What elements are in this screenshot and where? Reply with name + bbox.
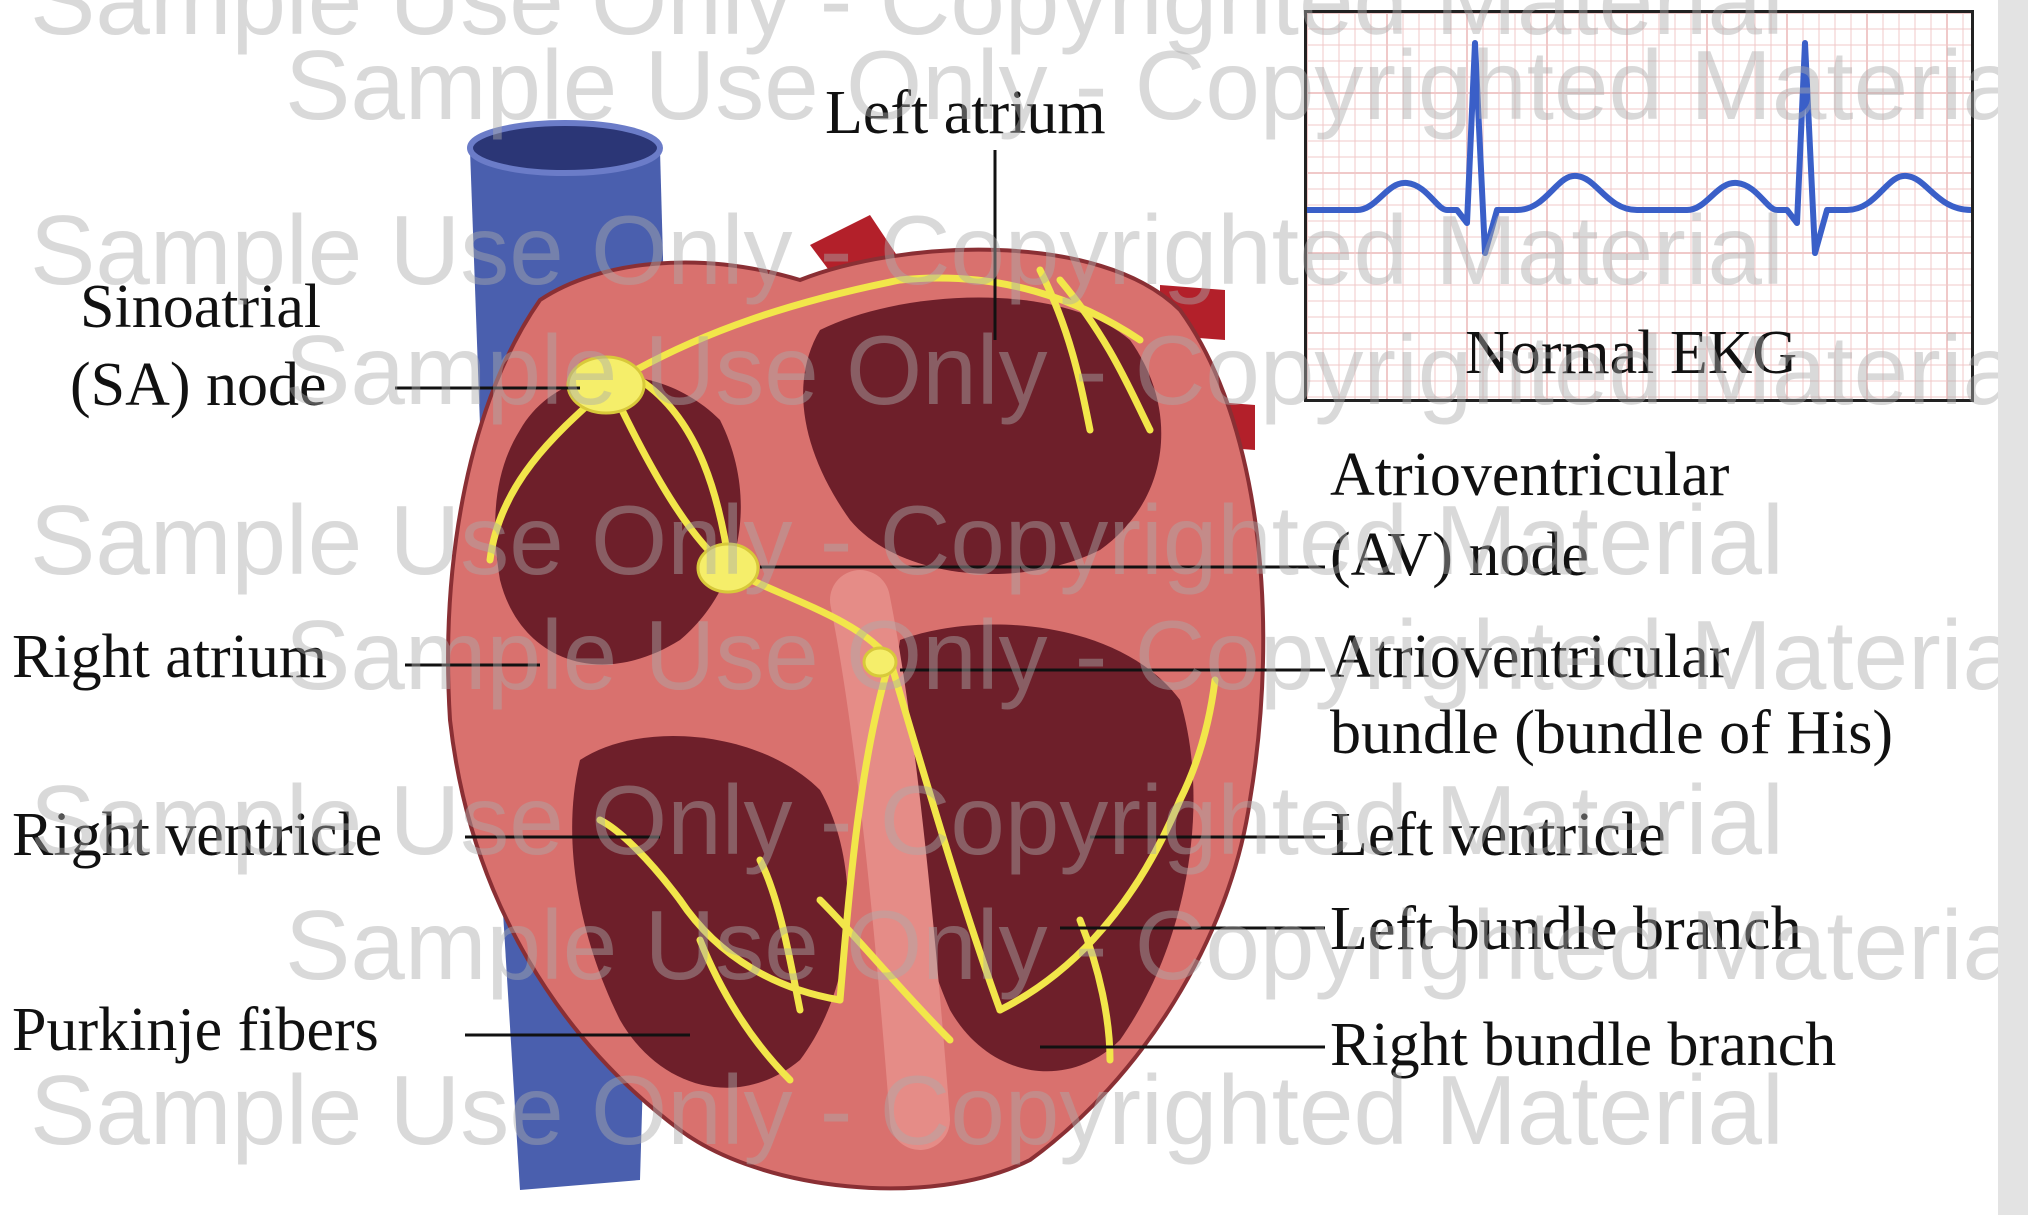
sa-node-shape [568,357,644,413]
label-right-atrium: Right atrium [12,622,327,692]
label-av-node-line1: Atrioventricular [1330,440,1729,510]
right-edge-bar [1998,0,2028,1215]
ekg-inset: Normal EKG [1304,10,1974,402]
ekg-title: Normal EKG [1465,318,1797,388]
label-right-bundle-branch: Right bundle branch [1330,1010,1836,1080]
label-left-atrium: Left atrium [825,78,1106,148]
label-left-ventricle: Left ventricle [1330,800,1666,870]
label-purkinje-fibers: Purkinje fibers [12,995,379,1065]
label-sa-node-line1: Sinoatrial [80,272,321,342]
label-av-node-line2: (AV) node [1330,520,1589,590]
vena-cava-opening [470,123,660,173]
label-av-bundle-line2: bundle (bundle of His) [1330,698,1893,768]
av-node-shape [698,544,758,592]
label-right-ventricle: Right ventricle [12,800,382,870]
his-bundle-shape [864,648,896,676]
label-sa-node-line2: (SA) node [70,350,327,420]
label-left-bundle-branch: Left bundle branch [1330,894,1802,964]
label-av-bundle-line1: Atrioventricular [1330,622,1729,692]
